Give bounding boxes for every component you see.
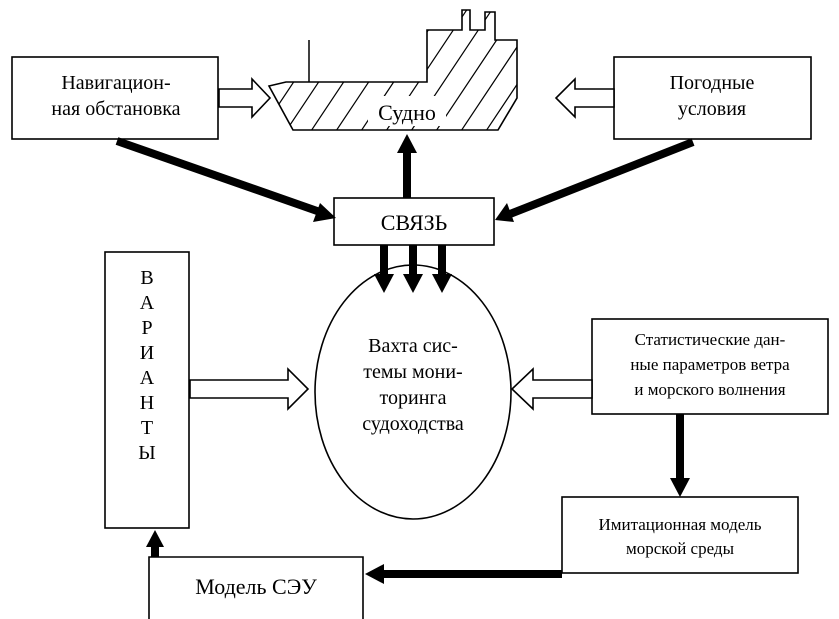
variants-letter: Ы (138, 442, 155, 464)
arrow-navigation-to-ship (218, 76, 272, 120)
navigation-box: Навигацион- ная обстановка (11, 56, 219, 140)
ship-label: Судно (378, 100, 436, 125)
ship-hull (267, 9, 518, 131)
arrow-simulation-to-power-plant-model (365, 564, 562, 584)
arrow-statistics-to-simulation (670, 414, 690, 497)
simulation-label-line2: морской среды (626, 539, 735, 558)
simulation-box: Имитационная модель морской среды (561, 496, 799, 574)
variants-letter: А (140, 367, 155, 389)
statistics-label-line3: и морского волнения (634, 380, 785, 399)
arrow-statistics-to-watch (510, 367, 593, 411)
watch-label-line4: судоходства (362, 413, 464, 435)
watch-label-line1: Вахта сис- (368, 335, 458, 357)
statistics-label-line2: ные параметров ветра (630, 355, 790, 374)
arrow-navigation-to-comm (115, 137, 336, 222)
weather-box: Погодные условия (613, 56, 812, 140)
ship-label-bg (368, 96, 446, 126)
variants-letter: Р (141, 317, 152, 339)
variants-letter: В (140, 267, 153, 289)
weather-label-line2: условия (678, 98, 746, 120)
arrow-comm-to-ship (397, 134, 417, 198)
weather-label-line1: Погодные (670, 72, 755, 94)
variants-letter: И (140, 342, 154, 364)
arrow-comm-to-watch-3 (432, 245, 452, 293)
arrow-comm-to-watch-2 (403, 245, 423, 293)
arrow-variants-to-watch (189, 367, 310, 411)
arrow-power-plant-model-to-variants (146, 530, 164, 557)
watch-label-line3: торинга (380, 387, 447, 409)
arrow-comm-to-watch-1 (374, 245, 394, 293)
power-plant-model-label: Модель СЭУ (195, 574, 317, 599)
statistics-box: Статистические дан- ные параметров ветра… (591, 318, 829, 415)
simulation-label-line1: Имитационная модель (598, 515, 761, 534)
watch-label-line2: темы мони- (363, 361, 462, 383)
watch-ellipse: Вахта сис- темы мони- торинга судоходств… (314, 264, 512, 520)
variants-box: В А Р И А Н Т Ы (104, 251, 190, 529)
navigation-label-line2: ная обстановка (51, 98, 180, 120)
comm-label: СВЯЗЬ (381, 210, 448, 235)
variants-letter: Т (141, 417, 153, 439)
arrow-weather-to-ship (554, 77, 615, 119)
arrow-weather-to-comm (495, 138, 695, 222)
comm-box: СВЯЗЬ (333, 197, 495, 246)
navigation-label-line1: Навигацион- (61, 72, 170, 94)
variants-letter: А (140, 292, 155, 314)
statistics-label-line1: Статистические дан- (635, 330, 786, 349)
variants-letter: Н (140, 392, 154, 414)
power-plant-model-box: Модель СЭУ (148, 556, 364, 619)
